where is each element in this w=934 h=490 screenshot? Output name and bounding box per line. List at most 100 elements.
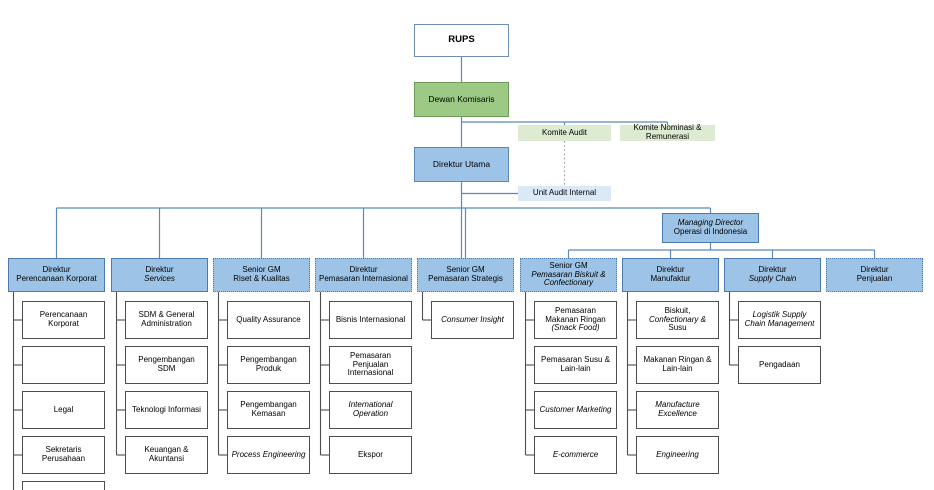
leaf-node-line: Kemasan [251,409,286,418]
column-head-line2: Pemasaran Internasional [319,274,408,283]
leaf-node[interactable]: Consumer Insight [431,301,514,339]
leaf-node[interactable]: Pengadaan [738,346,821,384]
leaf-node-line: Pemasaran [555,305,596,315]
leaf-node-line: SDM [157,364,176,373]
leaf-node-label: Engineering [653,449,702,460]
leaf-node[interactable]: Legal [22,391,105,429]
leaf-node-line: Pengembangan [138,355,195,365]
column-head-line2: Manufaktur [650,274,691,283]
leaf-node-line: Penjualan [352,359,389,369]
column-head-line1: Senior GM [446,265,485,275]
leaf-node-line: Lain-lain [560,364,591,373]
node-dewan-komisaris[interactable]: Dewan Komisaris [414,82,509,117]
node-komite-nominasi-remunerasi[interactable]: Komite Nominasi & Remunerasi [620,123,715,142]
column-head-line2: Penjualan [856,274,893,283]
column-head-line1: Senior GM [242,265,281,275]
leaf-node[interactable]: Biskuit,Confectionary &Susu [636,301,719,339]
leaf-node[interactable]: Process Engineering [227,436,310,474]
leaf-node[interactable]: Teknologi Informasi [125,391,208,429]
column-head-line1: Direktur [758,265,787,275]
leaf-node[interactable]: Makanan Ringan &Lain-lain [636,346,719,384]
leaf-node[interactable] [22,346,105,384]
leaf-node[interactable] [22,481,105,490]
node-rups[interactable]: RUPS [414,24,509,57]
leaf-node-line: Perencanaan [39,310,88,320]
column-head-line2: Supply Chain [748,274,797,283]
leaf-node-line: Makanan Ringan & [643,355,712,365]
leaf-node-line: Manufacture [655,400,700,410]
node-label-line2: Operasi di Indonesia [673,227,748,236]
leaf-node-label: Consumer Insight [438,315,507,325]
node-label-line1: Komite Nominasi & [633,123,702,133]
leaf-node[interactable]: Pemasaran Susu &Lain-lain [534,346,617,384]
leaf-node[interactable]: Engineering [636,436,719,474]
node-managing-director[interactable]: Managing Director Operasi di Indonesia [662,213,759,243]
leaf-node-label: Customer Marketing [536,404,614,415]
node-label: Komite Nominasi & Remunerasi [630,123,704,142]
leaf-node-line: Biskuit, [664,305,691,315]
column-head-line1: Direktur [860,265,889,275]
node-unit-audit-internal[interactable]: Unit Audit Internal [518,186,611,201]
leaf-node[interactable]: E-commerce [534,436,617,474]
leaf-node-label: E-commerce [550,450,601,460]
node-komite-audit[interactable]: Komite Audit [518,125,611,141]
leaf-node-line: Internasional [347,368,394,378]
leaf-node[interactable]: Bisnis Internasional [329,301,412,339]
leaf-node-line: Susu [668,323,687,333]
leaf-node-line: Excellence [658,409,697,418]
leaf-node[interactable]: Customer Marketing [534,391,617,429]
leaf-node-line: Customer Marketing [539,404,612,414]
leaf-node-label: Teknologi Informasi [129,405,204,415]
leaf-node-line: Quality Assurance [236,314,301,324]
leaf-node-line: Engineering [656,449,699,459]
leaf-node-label: Pemasaran Susu &Lain-lain [538,355,613,374]
leaf-node-label: Keuangan &Akuntansi [141,445,191,464]
leaf-node[interactable]: Ekspor [329,436,412,474]
leaf-node-line: Sekretaris [45,445,82,455]
node-direktur-utama[interactable]: Direktur Utama [414,147,509,182]
node-label: Dewan Komisaris [428,93,495,104]
leaf-node-label: Pengadaan [756,359,803,370]
leaf-node-line: Pengadaan [759,359,800,369]
leaf-node[interactable]: Quality Assurance [227,301,310,339]
leaf-node[interactable]: Keuangan &Akuntansi [125,436,208,474]
node-label-line1: Managing Director [677,218,744,228]
column-head-line1: Direktur [349,265,378,275]
column-head-line1: Direktur [656,265,685,275]
leaf-node-line: Pemasaran Susu & [541,355,610,365]
leaf-node-label: Biskuit,Confectionary &Susu [646,305,709,334]
leaf-node-line: Ekspor [358,449,383,459]
leaf-node-line: Makanan Ringan [545,314,606,324]
